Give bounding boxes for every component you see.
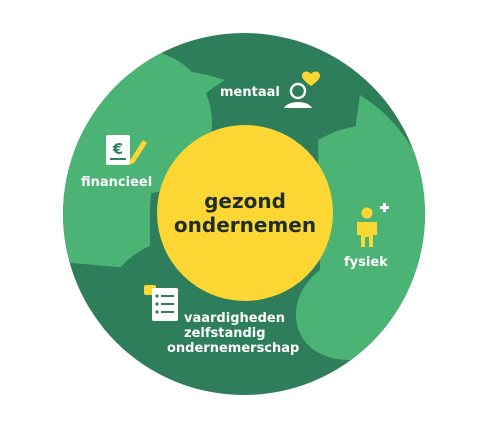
person-plus-icon [357, 203, 389, 247]
person-heart-icon [284, 71, 320, 108]
label-vaardigheden-line-1: vaardigheden [184, 311, 285, 326]
label-fysiek: fysiek [344, 255, 388, 270]
center-title-line-1: gezond [204, 189, 286, 213]
center-title-line-2: ondernemen [173, 213, 317, 237]
label-financieel: financieel [81, 175, 153, 190]
center-title: gezond ondernemen [157, 143, 333, 283]
center-circle [157, 125, 333, 301]
label-vaardigheden: vaardigheden [184, 311, 285, 326]
label-ondernemerschap: ondernemerschap [167, 341, 299, 356]
label-vaardigheden-line-3: ondernemerschap [167, 341, 300, 356]
segment-fysiek-top [345, 95, 425, 200]
checklist-icon [144, 285, 178, 321]
label-vaardigheden-line-2: zelfstandig [184, 326, 266, 341]
label-mentaal: mentaal [220, 85, 280, 100]
label-zelfstandig: zelfstandig [184, 326, 266, 341]
svg-text:€: € [112, 140, 123, 158]
euro-document-icon: € [106, 135, 147, 165]
